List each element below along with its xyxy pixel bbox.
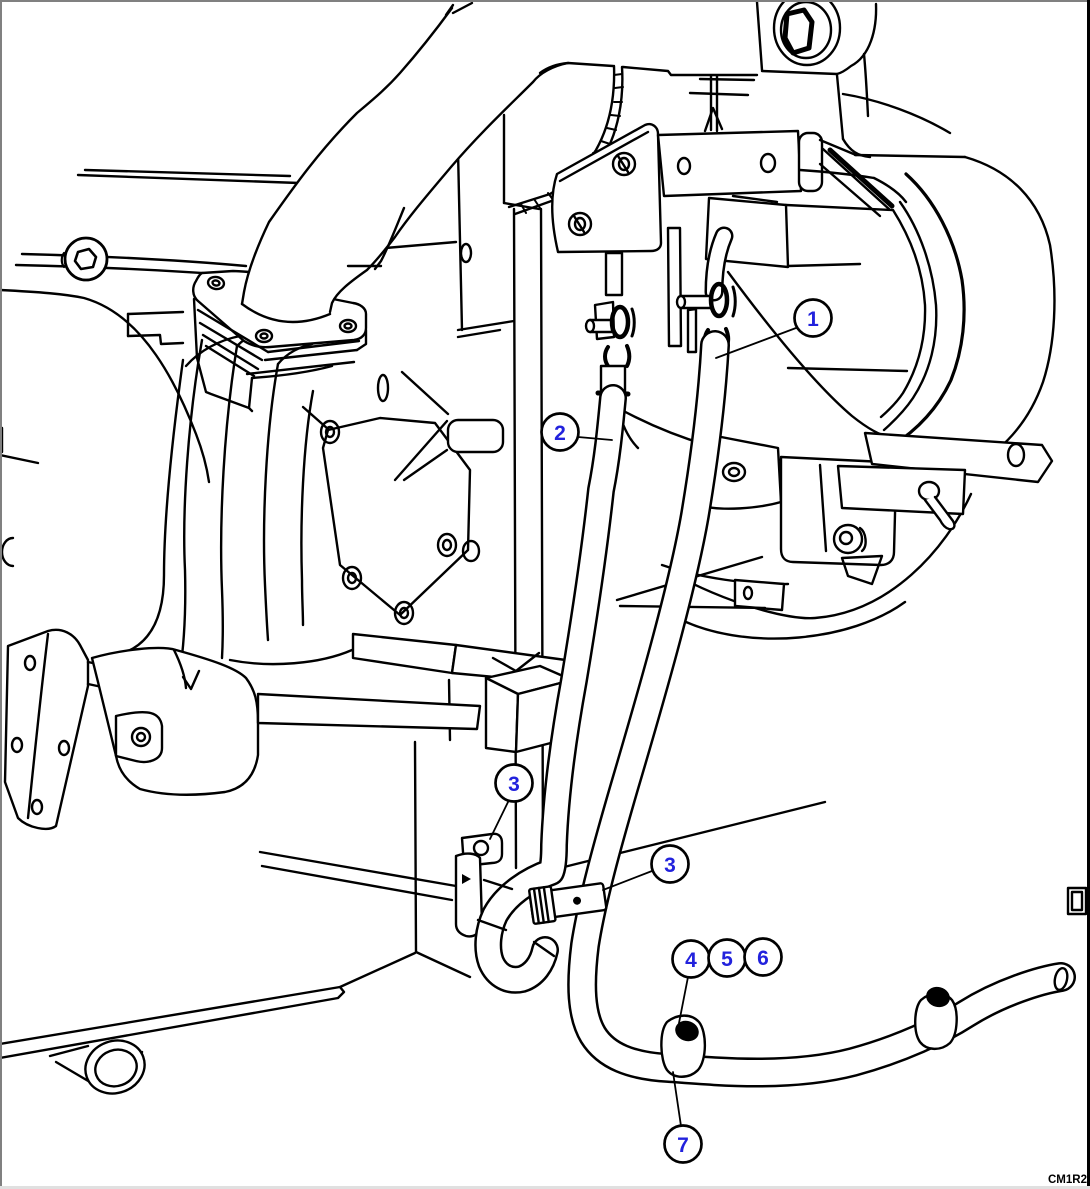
svg-text:3: 3: [664, 854, 676, 877]
svg-text:1: 1: [807, 308, 819, 331]
svg-text:CM1R2: CM1R2: [1048, 1174, 1087, 1186]
svg-text:2: 2: [554, 422, 566, 445]
svg-text:4: 4: [685, 949, 697, 972]
svg-text:6: 6: [757, 947, 769, 970]
svg-text:3: 3: [508, 773, 520, 796]
svg-text:7: 7: [677, 1134, 689, 1157]
svg-text:5: 5: [721, 948, 733, 971]
